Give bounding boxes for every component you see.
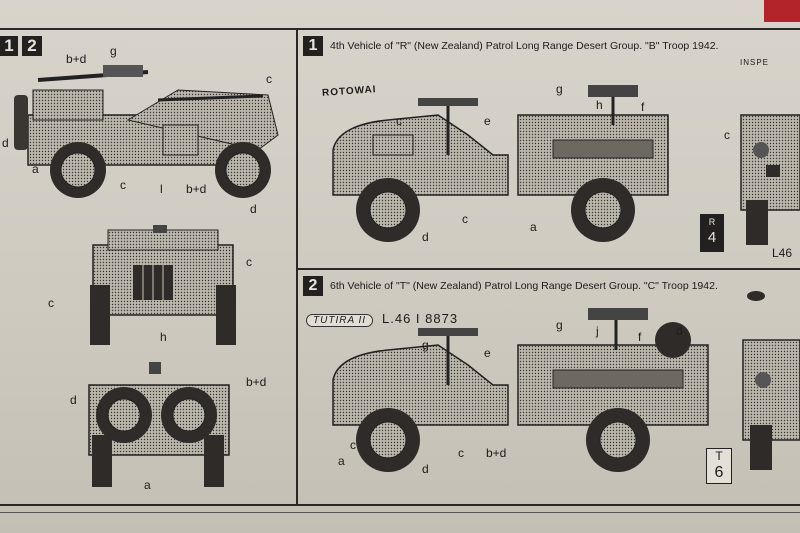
vehicle2-front-illustration: [742, 291, 800, 470]
v2-label-f: f: [638, 330, 642, 344]
v2-label-j: j: [596, 324, 599, 338]
v2-label-d: d: [676, 324, 683, 338]
vehicle2-number: 2: [303, 276, 323, 296]
label-rear-bd: b+d: [246, 375, 267, 389]
red-page-edge: [764, 0, 800, 22]
vehicle1-number: 1: [303, 36, 323, 56]
label-rear-d: d: [70, 393, 77, 407]
label-front-c: c: [246, 255, 252, 269]
jeep-rear-illustration: [88, 362, 230, 487]
v1-label-c2: c: [462, 212, 468, 226]
v1-label-d: d: [422, 230, 429, 244]
v1-label-f: f: [641, 100, 645, 114]
v2-label-c: c: [458, 446, 464, 460]
vehicle2-truck-illustration: [332, 308, 709, 472]
bottom-rule-thin: [0, 512, 800, 513]
vehicle2-code-number: 6: [714, 464, 724, 481]
label-rear-a: a: [144, 478, 151, 492]
label-top-a: a: [32, 162, 39, 176]
jeep-side-illustration: [14, 65, 279, 198]
label-top-l: l: [160, 182, 163, 196]
v2-label-bd: b+d: [486, 446, 507, 460]
v1-label-e: e: [484, 114, 491, 128]
v2-label-g2: g: [422, 338, 429, 352]
top-rule: [0, 28, 800, 30]
label-top-g: g: [110, 44, 117, 58]
label-front-h: h: [160, 330, 167, 344]
v1-label-g: g: [556, 82, 563, 96]
vehicle2-decal-name: TUTIRA II: [306, 314, 374, 327]
label-top-bd: b+d: [66, 52, 87, 66]
vehicle1-code-letter: R: [708, 217, 716, 227]
label-top-d: d: [2, 136, 9, 150]
vehicle1-code-box: R 4: [700, 214, 724, 252]
step-badge-1: 1: [0, 36, 18, 56]
v2-label-c2: c: [350, 438, 356, 452]
v2-label-d2: d: [422, 462, 429, 476]
label-top-c: c: [266, 72, 272, 86]
vehicle1-front-illustration: [740, 114, 800, 245]
row-divider: [296, 268, 800, 270]
label-top-bd2: b+d: [186, 182, 207, 196]
v2-label-a: a: [338, 454, 345, 468]
vehicle2-registration: L.46 I 8873: [382, 311, 459, 326]
v2-label-g: g: [556, 318, 563, 332]
vehicle1-side-label-l46: L46: [772, 246, 793, 260]
v1-label-a: a: [530, 220, 537, 234]
label-front-c2: c: [48, 296, 54, 310]
label-top-c2: c: [120, 178, 126, 192]
v1-label-h: h: [596, 98, 603, 112]
vehicle1-code-number: 4: [707, 229, 717, 246]
label-top-d2: d: [250, 202, 257, 216]
vehicle2-code-box: T 6: [706, 448, 732, 484]
vehicle1-truck-illustration: [332, 85, 669, 242]
v1-label-c: c: [396, 114, 402, 128]
vehicle2-code-letter: T: [715, 449, 723, 463]
v2-label-e: e: [484, 346, 491, 360]
vehicle2-caption: 6th Vehicle of "T" (New Zealand) Patrol …: [330, 280, 718, 292]
vehicle1-caption: 4th Vehicle of "R" (New Zealand) Patrol …: [330, 40, 719, 52]
vehicle1-side-label-c: c: [724, 128, 730, 142]
column-divider: [296, 28, 298, 505]
jeep-front-illustration: [90, 225, 236, 345]
bottom-rule: [0, 504, 800, 506]
step-badge-2: 2: [22, 36, 42, 56]
vehicle1-side-label-inspe: INSPE: [740, 58, 770, 67]
